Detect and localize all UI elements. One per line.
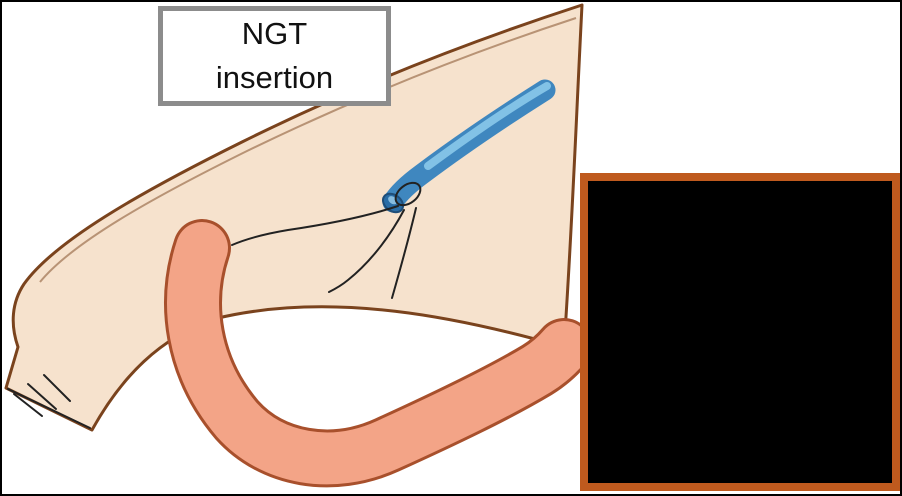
redacted-panel xyxy=(580,173,900,491)
title-label-box: NGT insertion xyxy=(158,6,391,106)
tissue-wall-inner-line xyxy=(39,17,577,283)
suture-thread-left xyxy=(231,205,399,246)
ngt-tube-highlight xyxy=(424,82,551,170)
bowel-loop xyxy=(167,222,590,485)
title-line-1: NGT xyxy=(241,16,308,51)
suture-loop xyxy=(394,181,422,207)
title-line-2: insertion xyxy=(215,60,334,95)
tail-stitch-2 xyxy=(27,383,57,410)
suture-thread-down xyxy=(328,209,405,293)
suture-thread-down-right xyxy=(391,207,417,299)
tail-flap-edge xyxy=(7,388,91,429)
tail-stitch-3 xyxy=(43,374,71,402)
tail-stitch-1 xyxy=(13,393,43,417)
